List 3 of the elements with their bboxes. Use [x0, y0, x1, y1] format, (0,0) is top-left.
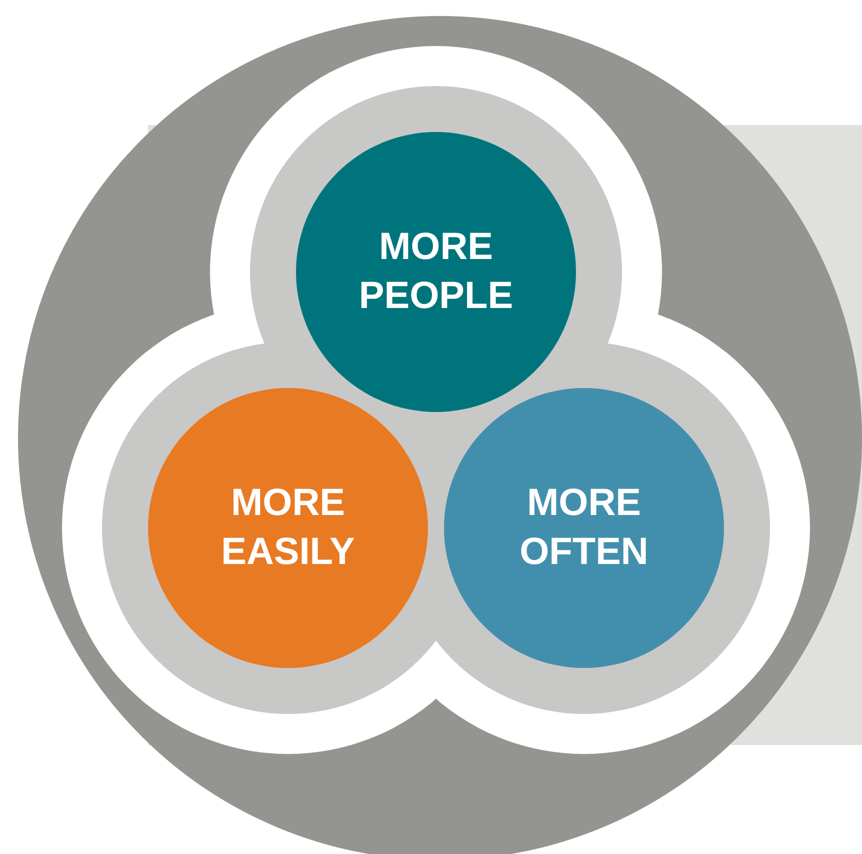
- circle-label: MORE EASILY: [220, 480, 356, 575]
- circle-label: MORE OFTEN: [518, 480, 650, 575]
- circle-label: MORE PEOPLE: [358, 224, 514, 319]
